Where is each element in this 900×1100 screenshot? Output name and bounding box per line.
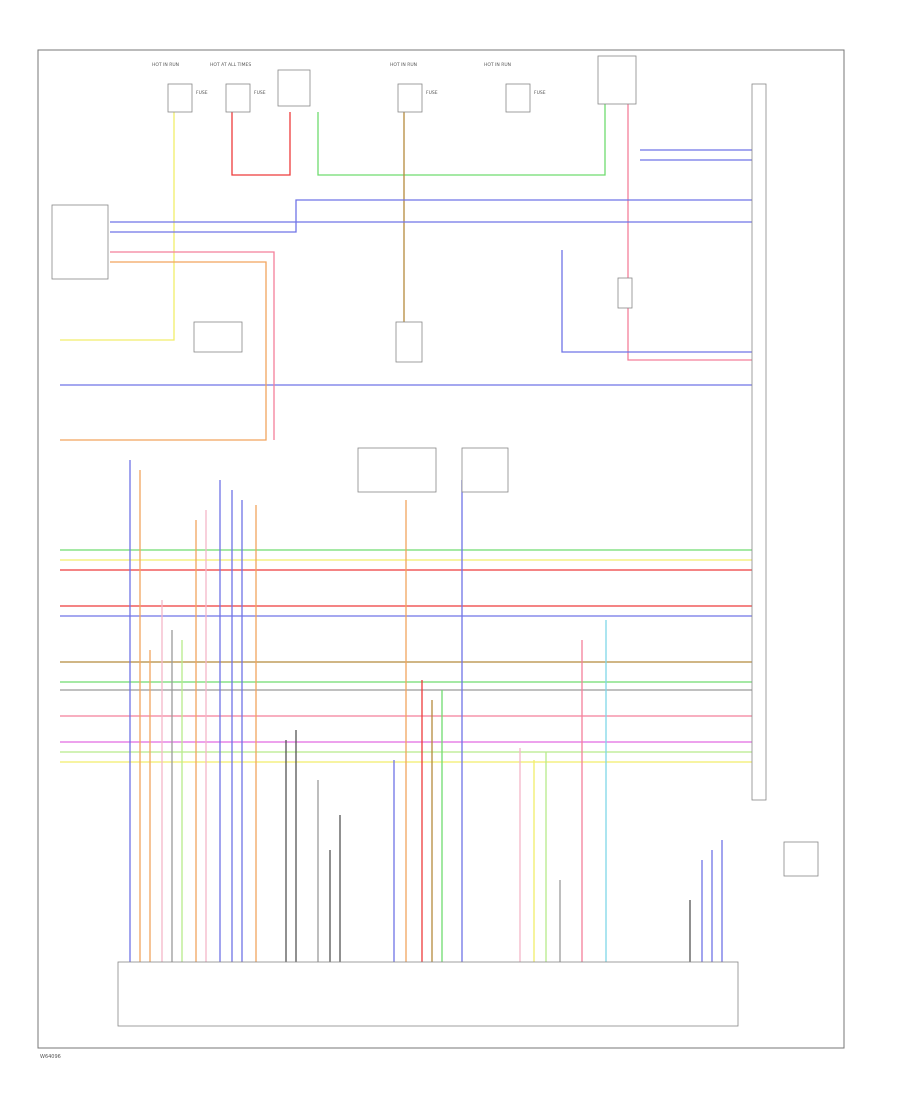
top-fuse-blocks bbox=[167, 55, 637, 113]
relay-block bbox=[277, 69, 311, 107]
fuse-sub-4: FUSE bbox=[534, 90, 546, 96]
sensor-b bbox=[357, 447, 437, 493]
left-connector bbox=[51, 204, 109, 280]
fuse-block-2 bbox=[225, 83, 251, 113]
wire-blue-4 bbox=[561, 250, 752, 353]
fuse-sub-3: FUSE bbox=[426, 90, 438, 96]
fuse-sub-2: FUSE bbox=[254, 90, 266, 96]
sensor-c bbox=[461, 447, 509, 493]
wire-pink-feed bbox=[627, 104, 752, 361]
fuse-labels: HOT IN RUN FUSE HOT AT ALL TIMES FUSE HO… bbox=[152, 62, 546, 96]
wire-orange-1 bbox=[60, 261, 267, 441]
fuse-block-3 bbox=[397, 83, 423, 113]
wire-blue-2 bbox=[110, 199, 752, 233]
wire-green-feed bbox=[317, 104, 606, 176]
diagram-frame bbox=[37, 49, 845, 1049]
ignition-switch bbox=[193, 321, 243, 353]
sensor-a bbox=[395, 321, 423, 363]
fuse-block-4 bbox=[505, 83, 531, 113]
footer-code: W64096 bbox=[40, 1054, 61, 1060]
ground-point bbox=[617, 277, 633, 309]
right-connector-strip bbox=[751, 83, 767, 801]
components bbox=[51, 83, 819, 1027]
fuse-label-2: HOT AT ALL TIMES bbox=[210, 62, 251, 68]
sensor-bottom-right bbox=[783, 841, 819, 877]
fuse-sub-1: FUSE bbox=[196, 90, 208, 96]
wires bbox=[60, 104, 752, 962]
wire-yellow-feed bbox=[60, 112, 175, 341]
main-relay bbox=[597, 55, 637, 105]
powertrain-control-module bbox=[117, 961, 739, 1027]
fuse-label-1: HOT IN RUN bbox=[152, 62, 179, 68]
fuse-label-4: HOT IN RUN bbox=[484, 62, 511, 68]
fuse-block-1 bbox=[167, 83, 193, 113]
wire-red-feed bbox=[231, 112, 291, 176]
wire-pink-2 bbox=[110, 251, 275, 440]
fuse-label-3: HOT IN RUN bbox=[390, 62, 417, 68]
